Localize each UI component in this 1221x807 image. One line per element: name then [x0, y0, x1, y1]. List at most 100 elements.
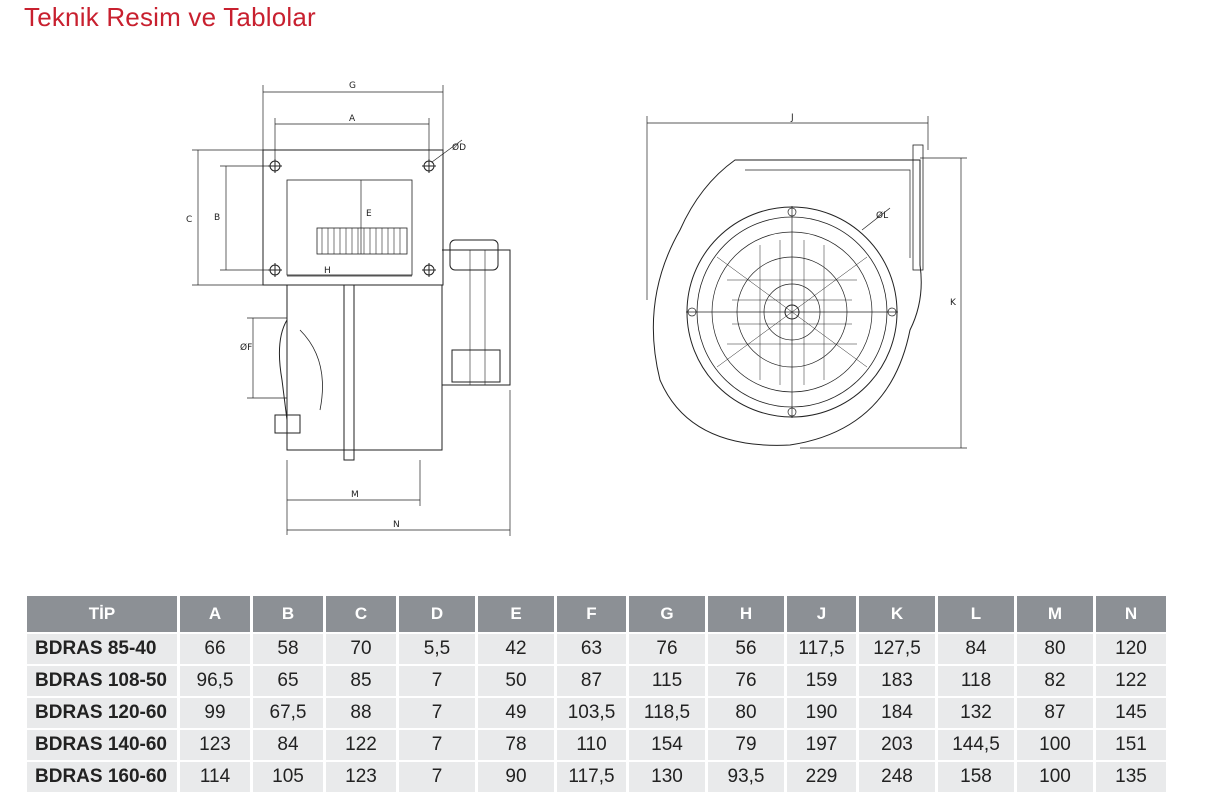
- cell-tip: BDRAS 160-60: [27, 762, 177, 792]
- technical-drawing: G A ØD C B E H ØF M N J ØL K: [0, 40, 1221, 560]
- cell-d: 7: [399, 666, 475, 696]
- table-row: BDRAS 120-60 99 67,5 88 7 49 103,5 118,5…: [27, 698, 1166, 728]
- cell-c: 85: [326, 666, 396, 696]
- cell-tip: BDRAS 108-50: [27, 666, 177, 696]
- table-row: BDRAS 140-60 123 84 122 7 78 110 154 79 …: [27, 730, 1166, 760]
- cell-h: 56: [708, 634, 784, 664]
- cell-n: 135: [1096, 762, 1166, 792]
- col-header-h: H: [708, 596, 784, 632]
- cell-k: 183: [859, 666, 935, 696]
- cell-a: 66: [180, 634, 250, 664]
- cell-b: 105: [253, 762, 323, 792]
- cell-h: 93,5: [708, 762, 784, 792]
- dim-label-b: B: [214, 213, 220, 223]
- table-row: BDRAS 85-40 66 58 70 5,5 42 63 76 56 117…: [27, 634, 1166, 664]
- cell-g: 76: [629, 634, 705, 664]
- cell-m: 87: [1017, 698, 1093, 728]
- cell-b: 67,5: [253, 698, 323, 728]
- col-header-k: K: [859, 596, 935, 632]
- cell-d: 7: [399, 730, 475, 760]
- cell-c: 88: [326, 698, 396, 728]
- cell-n: 120: [1096, 634, 1166, 664]
- cell-j: 159: [787, 666, 856, 696]
- col-header-g: G: [629, 596, 705, 632]
- dim-label-d: ØD: [452, 142, 466, 153]
- cell-e: 90: [478, 762, 554, 792]
- col-header-c: C: [326, 596, 396, 632]
- col-header-tip: TİP: [27, 596, 177, 632]
- cell-k: 127,5: [859, 634, 935, 664]
- cell-f: 63: [557, 634, 626, 664]
- col-header-m: M: [1017, 596, 1093, 632]
- cell-n: 151: [1096, 730, 1166, 760]
- cell-e: 42: [478, 634, 554, 664]
- cell-f: 103,5: [557, 698, 626, 728]
- cell-j: 197: [787, 730, 856, 760]
- cell-g: 154: [629, 730, 705, 760]
- table-row: BDRAS 108-50 96,5 65 85 7 50 87 115 76 1…: [27, 666, 1166, 696]
- cell-m: 100: [1017, 730, 1093, 760]
- cell-b: 65: [253, 666, 323, 696]
- cell-l: 158: [938, 762, 1014, 792]
- cell-h: 80: [708, 698, 784, 728]
- cell-c: 123: [326, 762, 396, 792]
- cell-h: 76: [708, 666, 784, 696]
- cell-k: 184: [859, 698, 935, 728]
- col-header-f: F: [557, 596, 626, 632]
- col-header-b: B: [253, 596, 323, 632]
- cell-a: 99: [180, 698, 250, 728]
- cell-b: 58: [253, 634, 323, 664]
- col-header-a: A: [180, 596, 250, 632]
- cell-l: 144,5: [938, 730, 1014, 760]
- cell-tip: BDRAS 120-60: [27, 698, 177, 728]
- cell-j: 190: [787, 698, 856, 728]
- cell-k: 203: [859, 730, 935, 760]
- cell-k: 248: [859, 762, 935, 792]
- dim-label-j: J: [790, 113, 794, 123]
- dim-label-h: H: [324, 266, 331, 276]
- cell-c: 122: [326, 730, 396, 760]
- cell-d: 5,5: [399, 634, 475, 664]
- cell-l: 118: [938, 666, 1014, 696]
- cell-d: 7: [399, 762, 475, 792]
- cell-d: 7: [399, 698, 475, 728]
- cell-e: 78: [478, 730, 554, 760]
- cell-m: 100: [1017, 762, 1093, 792]
- cell-e: 50: [478, 666, 554, 696]
- col-header-j: J: [787, 596, 856, 632]
- cell-h: 79: [708, 730, 784, 760]
- front-view: [646, 116, 967, 449]
- dim-label-m: M: [351, 490, 359, 500]
- fan-drawing-svg: G A ØD C B E H ØF M N J ØL K: [186, 81, 967, 536]
- cell-g: 130: [629, 762, 705, 792]
- cell-c: 70: [326, 634, 396, 664]
- cell-n: 145: [1096, 698, 1166, 728]
- table-header-row: TİP A B C D E F G H J K L M N: [27, 596, 1166, 632]
- col-header-n: N: [1096, 596, 1166, 632]
- cell-l: 84: [938, 634, 1014, 664]
- dim-label-k: K: [950, 298, 957, 308]
- cell-j: 117,5: [787, 634, 856, 664]
- col-header-l: L: [938, 596, 1014, 632]
- cell-n: 122: [1096, 666, 1166, 696]
- cell-tip: BDRAS 140-60: [27, 730, 177, 760]
- dim-label-n: N: [393, 520, 400, 530]
- dim-label-c: C: [186, 215, 192, 225]
- cell-a: 123: [180, 730, 250, 760]
- table-row: BDRAS 160-60 114 105 123 7 90 117,5 130 …: [27, 762, 1166, 792]
- col-header-d: D: [399, 596, 475, 632]
- cell-m: 80: [1017, 634, 1093, 664]
- cell-j: 229: [787, 762, 856, 792]
- dim-label-a: A: [349, 114, 356, 124]
- cell-e: 49: [478, 698, 554, 728]
- cell-g: 118,5: [629, 698, 705, 728]
- cell-b: 84: [253, 730, 323, 760]
- cell-l: 132: [938, 698, 1014, 728]
- cell-tip: BDRAS 85-40: [27, 634, 177, 664]
- col-header-e: E: [478, 596, 554, 632]
- cell-f: 117,5: [557, 762, 626, 792]
- dim-label-g: G: [349, 81, 356, 91]
- spec-table: TİP A B C D E F G H J K L M N BDRAS 85-4…: [24, 594, 1169, 794]
- cell-f: 87: [557, 666, 626, 696]
- page-title: Teknik Resim ve Tablolar: [24, 2, 316, 32]
